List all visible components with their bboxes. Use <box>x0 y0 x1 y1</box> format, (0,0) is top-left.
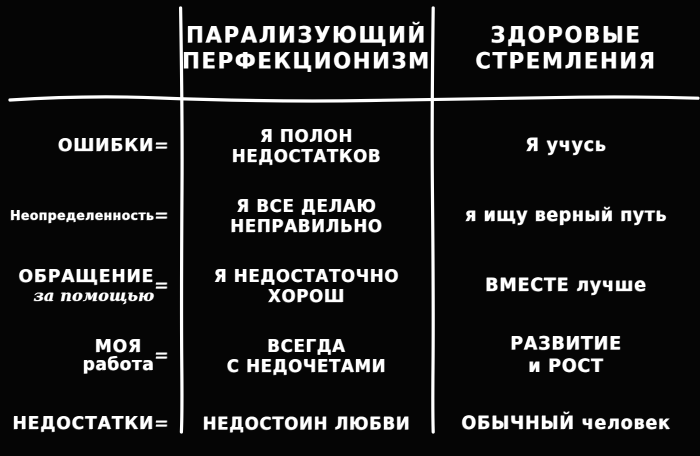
row-label-text: ОШИБКИ <box>57 135 155 157</box>
column-healthy-striving: Я учусь я ищу верный путь ВМЕСТЕ лучше Р… <box>432 100 700 456</box>
cell-perfectionism-asking-for-help: Я НЕДОСТАТОЧНО ХОРОШ <box>181 252 432 320</box>
cell-line-1: я ищу верный путь <box>465 205 667 227</box>
equals-sign: = <box>154 205 170 226</box>
cell-perfectionism-my-work: ВСЕГДА С НЕДОЧЕТАМИ <box>181 320 432 392</box>
header-cell-category <box>0 0 181 100</box>
cell-line-2: НЕПРАВИЛЬНО <box>230 216 383 237</box>
cell-perfectionism-flaws: НЕДОСТОИН ЛЮБВИ <box>181 392 432 456</box>
row-label-text-line2: работа <box>82 354 155 376</box>
cell-line-1: НЕДОСТОИН ЛЮБВИ <box>202 413 411 435</box>
row-label-mistakes: ОШИБКИ = <box>0 112 183 180</box>
column-category-labels: ОШИБКИ = Неопределенность = ОБРАЩЕНИЕ за… <box>0 100 181 456</box>
header-line-1: ЗДОРОВЫЕ <box>490 21 642 48</box>
cell-line-1: Я НЕДОСТАТОЧНО ХОРОШ <box>213 265 400 307</box>
row-label-uncertainty: Неопределенность = <box>0 180 183 252</box>
cell-healthy-flaws: ОБЫЧНЫЙ человек <box>432 392 700 456</box>
equals-sign: = <box>154 345 170 366</box>
cell-healthy-my-work: РАЗВИТИЕ и РОСТ <box>432 320 700 392</box>
cell-line-1: РАЗВИТИЕ <box>510 334 622 356</box>
cell-healthy-asking-for-help: ВМЕСТЕ лучше <box>432 252 700 320</box>
cell-line-2: и РОСТ <box>528 356 604 377</box>
row-label-flaws: НЕДОСТАТКИ = <box>0 392 183 456</box>
cell-healthy-uncertainty: я ищу верный путь <box>432 180 700 252</box>
cell-line-2: С НЕДОЧЕТАМИ <box>226 356 387 377</box>
header-cell-paralyzing-perfectionism: ПАРАЛИЗУЮЩИЙ ПЕРФЕКЦИОНИЗМ <box>181 0 432 100</box>
header-cell-healthy-striving: ЗДОРОВЫЕ СТРЕМЛЕНИЯ <box>432 0 700 100</box>
column-paralyzing-perfectionism: Я ПОЛОН НЕДОСТАТКОВ Я ВСЕ ДЕЛАЮ НЕПРАВИЛ… <box>181 100 432 456</box>
row-label-text: ОБРАЩЕНИЕ <box>18 266 155 288</box>
row-label-text-line2: за помощью <box>33 285 155 305</box>
cell-line-1: Я учусь <box>525 135 607 157</box>
equals-sign: = <box>154 275 170 296</box>
header-line-1: ПАРАЛИЗУЮЩИЙ <box>186 21 427 48</box>
cell-perfectionism-uncertainty: Я ВСЕ ДЕЛАЮ НЕПРАВИЛЬНО <box>181 180 432 252</box>
cell-line-1: ВМЕСТЕ лучше <box>485 275 647 297</box>
row-label-text: Неопределенность <box>10 207 155 224</box>
equals-sign: = <box>154 135 170 156</box>
row-label-my-work: МОЯ работа = <box>0 320 183 392</box>
equals-sign: = <box>154 413 170 434</box>
row-label-asking-for-help: ОБРАЩЕНИЕ за помощью = <box>0 252 183 320</box>
cell-line-1: Я ПОЛОН НЕДОСТАТКОВ <box>231 125 382 167</box>
cell-healthy-mistakes: Я учусь <box>432 112 700 180</box>
header-line-2: ПЕРФЕКЦИОНИЗМ <box>182 48 431 74</box>
cell-perfectionism-mistakes: Я ПОЛОН НЕДОСТАТКОВ <box>181 112 432 180</box>
cell-line-1: ВСЕГДА <box>267 335 346 356</box>
cell-line-1: Я ВСЕ ДЕЛАЮ <box>236 195 377 216</box>
row-label-text: МОЯ <box>94 336 143 358</box>
row-label-text: НЕДОСТАТКИ <box>12 413 155 435</box>
cell-line-1: ОБЫЧНЫЙ человек <box>461 413 671 435</box>
header-line-2: СТРЕМЛЕНИЯ <box>475 48 657 74</box>
